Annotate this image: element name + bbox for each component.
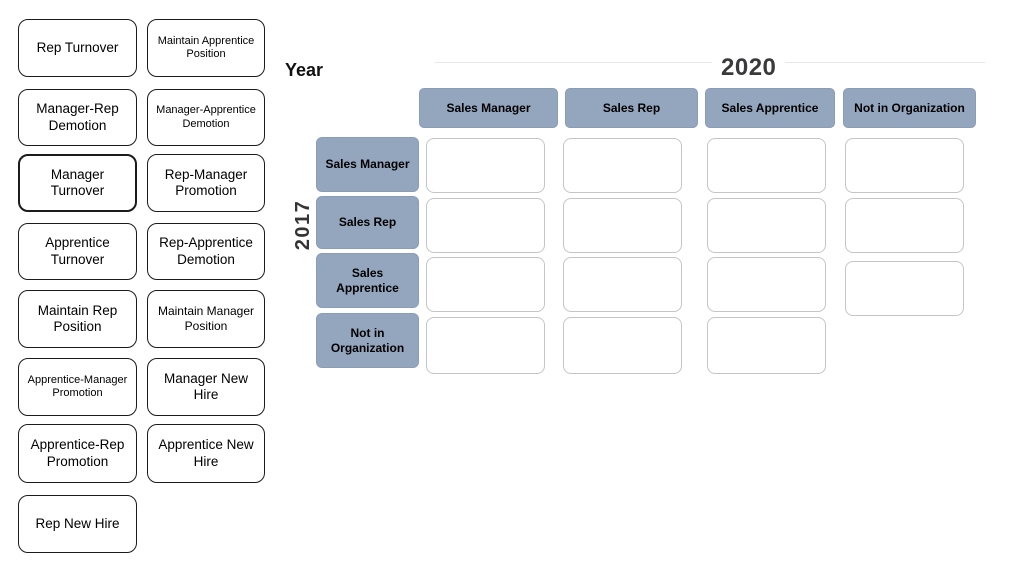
drop-cell-r4c2[interactable] [563, 317, 682, 374]
card-rep-new-hire[interactable]: Rep New Hire [18, 495, 137, 553]
year-axis-label: Year [285, 60, 324, 80]
col-header-label: Not in Organization [854, 100, 965, 115]
col-header-sales-apprentice: Sales Apprentice [705, 88, 835, 128]
divider-line [435, 62, 985, 63]
row-header-sales-manager: Sales Manager [316, 137, 419, 192]
drop-cell-r3c2[interactable] [563, 257, 682, 312]
drop-cell-r1c4[interactable] [845, 138, 964, 193]
card-manager-turnover[interactable]: Manager Turnover [18, 154, 137, 212]
card-rep-apprentice-demotion[interactable]: Rep-Apprentice Demotion [147, 223, 265, 280]
row-header-label: Sales Manager [325, 157, 410, 171]
card-maintain-manager-position[interactable]: Maintain Manager Position [147, 290, 265, 348]
card-apprentice-new-hire[interactable]: Apprentice New Hire [147, 424, 265, 483]
card-apprentice-turnover[interactable]: Apprentice Turnover [18, 223, 137, 280]
card-manager-new-hire[interactable]: Manager New Hire [147, 358, 265, 416]
col-header-label: Sales Rep [602, 100, 661, 115]
card-maintain-apprentice-position[interactable]: Maintain Apprentice Position [147, 19, 265, 77]
column-year-label: 2020 [712, 54, 786, 82]
col-header-label: Sales Manager [446, 100, 531, 115]
row-header-not-in-organization: Not in Organization [316, 313, 419, 368]
drop-cell-r1c1[interactable] [426, 138, 545, 193]
row-header-label: Not in Organization [330, 325, 405, 355]
row-header-label: Sales Rep [338, 215, 397, 229]
drop-cell-r1c3[interactable] [707, 138, 826, 193]
drop-cell-r3c4[interactable] [845, 261, 964, 316]
card-apprentice-manager-promotion[interactable]: Apprentice-Manager Promotion [18, 358, 137, 416]
drop-cell-r4c1[interactable] [426, 317, 545, 374]
drop-cell-r3c1[interactable] [426, 257, 545, 312]
drop-cell-r2c3[interactable] [707, 198, 826, 253]
col-header-not-in-organization: Not in Organization [843, 88, 976, 128]
drop-cell-r3c3[interactable] [707, 257, 826, 312]
drop-cell-r2c4[interactable] [845, 198, 964, 253]
card-manager-rep-demotion[interactable]: Manager-Rep Demotion [18, 89, 137, 146]
row-header-sales-rep: Sales Rep [316, 196, 419, 249]
col-header-label: Sales Apprentice [721, 100, 819, 115]
card-apprentice-rep-promotion[interactable]: Apprentice-Rep Promotion [18, 424, 137, 483]
card-rep-turnover[interactable]: Rep Turnover [18, 19, 137, 77]
card-manager-apprentice-demotion[interactable]: Manager-Apprentice Demotion [147, 89, 265, 146]
row-header-label: Sales Apprentice [336, 265, 399, 295]
drop-cell-r2c2[interactable] [563, 198, 682, 253]
drop-cell-r1c2[interactable] [563, 138, 682, 193]
col-header-sales-manager: Sales Manager [419, 88, 558, 128]
card-maintain-rep-position[interactable]: Maintain Rep Position [18, 290, 137, 348]
drop-cell-r4c3[interactable] [707, 317, 826, 374]
drop-cell-r2c1[interactable] [426, 198, 545, 253]
row-header-sales-apprentice: Sales Apprentice [316, 253, 419, 308]
col-header-sales-rep: Sales Rep [565, 88, 698, 128]
card-rep-manager-promotion[interactable]: Rep-Manager Promotion [147, 154, 265, 212]
